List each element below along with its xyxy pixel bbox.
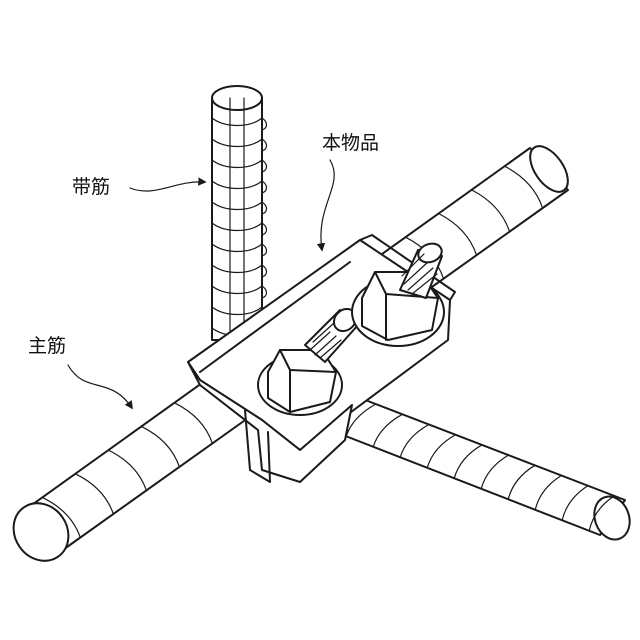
main-bar-label: 主筋 [28, 337, 66, 356]
stirrup-leader [130, 182, 205, 191]
product-label: 本物品 [322, 134, 379, 153]
main-bar-leader [68, 365, 132, 408]
main-bar-rear [330, 398, 635, 544]
product-leader [321, 160, 334, 250]
stirrup-bar [212, 86, 267, 340]
stirrup-label: 带筋 [72, 178, 110, 197]
